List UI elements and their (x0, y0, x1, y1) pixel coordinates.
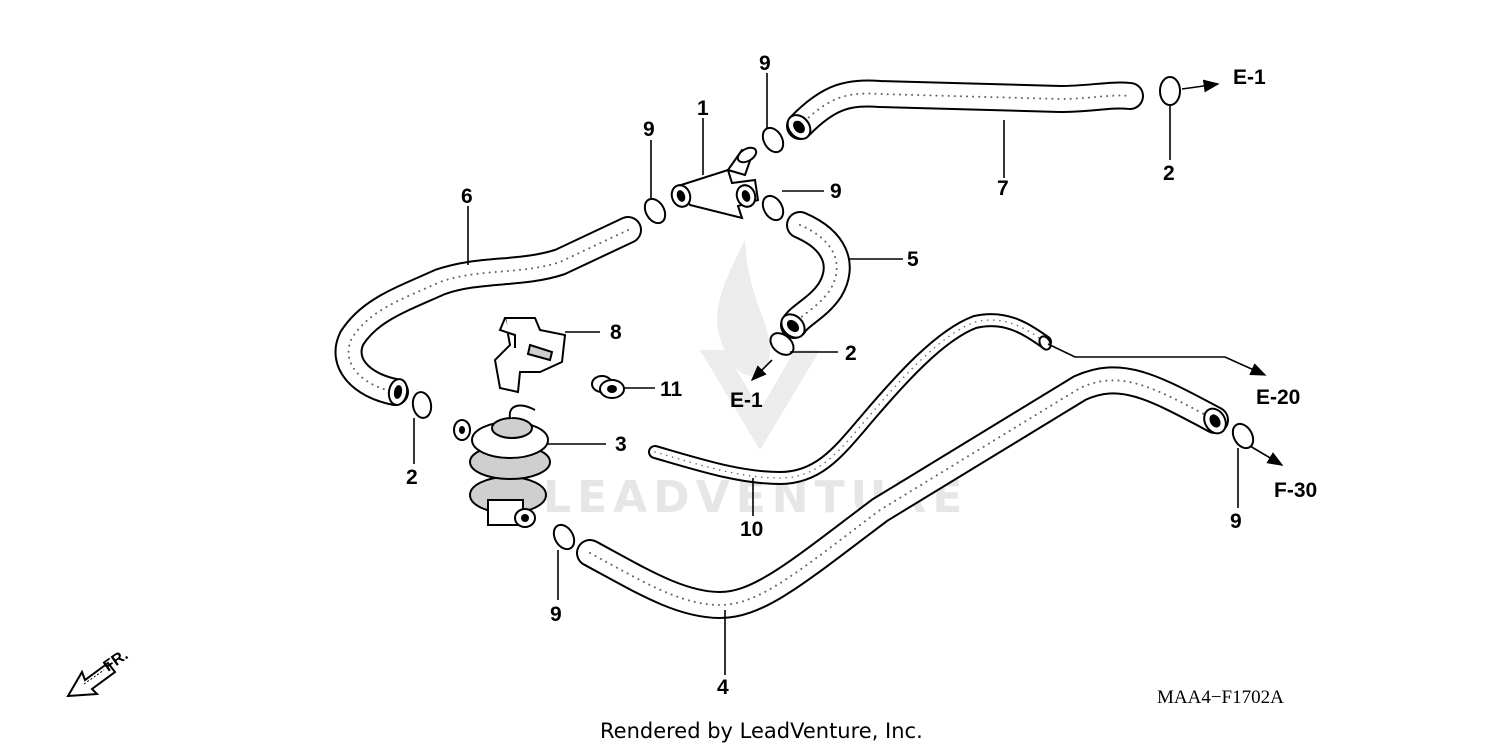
callout-4: 4 (717, 676, 729, 699)
callout-9-upper-left: 9 (643, 118, 655, 141)
leader-lines (413, 73, 1284, 675)
drawing-code: MAA4−F1702A (1157, 687, 1284, 708)
callout-8: 8 (610, 321, 622, 344)
callout-2-mid: 2 (845, 342, 857, 365)
hose-7 (786, 79, 1144, 140)
front-direction-indicator: FR. (66, 647, 131, 698)
hose-4 (576, 366, 1229, 619)
callout-3: 3 (615, 433, 627, 456)
ref-e1-mid: E-1 (730, 389, 763, 412)
clamp-2-left (411, 391, 433, 419)
callout-7: 7 (997, 177, 1009, 200)
hose-6 (334, 216, 642, 406)
clamp-9-right (1231, 422, 1255, 450)
callout-10: 10 (740, 518, 763, 541)
clamp-9-upper-left (643, 197, 667, 225)
ref-e1-top: E-1 (1233, 66, 1266, 89)
clamps (411, 76, 1255, 551)
bracket-part-8 (493, 317, 567, 394)
clamp-9-mid (761, 194, 785, 222)
front-arrow-icon (66, 661, 117, 698)
callout-9-right: 9 (1230, 510, 1242, 533)
callout-1: 1 (697, 97, 709, 120)
callout-9-top: 9 (759, 52, 771, 75)
callout-6: 6 (461, 185, 473, 208)
render-credit: Rendered by LeadVenture, Inc. (600, 719, 923, 743)
callout-2-top-right: 2 (1163, 162, 1175, 185)
callout-5: 5 (907, 248, 919, 271)
watermark-v-icon (700, 350, 820, 450)
ref-f30: F-30 (1274, 479, 1317, 502)
callout-9-bottom: 9 (550, 603, 562, 626)
clamp-9-bottom (552, 523, 576, 551)
t-joint-part-1 (670, 146, 760, 220)
watermark-flame-icon (717, 240, 770, 377)
grommet-part-11 (591, 375, 625, 399)
valve-part-3 (453, 404, 551, 528)
clamp-2-top-right (1159, 76, 1181, 106)
callout-2-left: 2 (406, 466, 418, 489)
clamp-9-top (761, 126, 785, 154)
hose-5 (780, 211, 851, 339)
callout-11: 11 (660, 378, 683, 401)
hose-10 (648, 313, 1052, 485)
callout-9-mid: 9 (830, 180, 842, 203)
ref-e20: E-20 (1256, 386, 1300, 409)
